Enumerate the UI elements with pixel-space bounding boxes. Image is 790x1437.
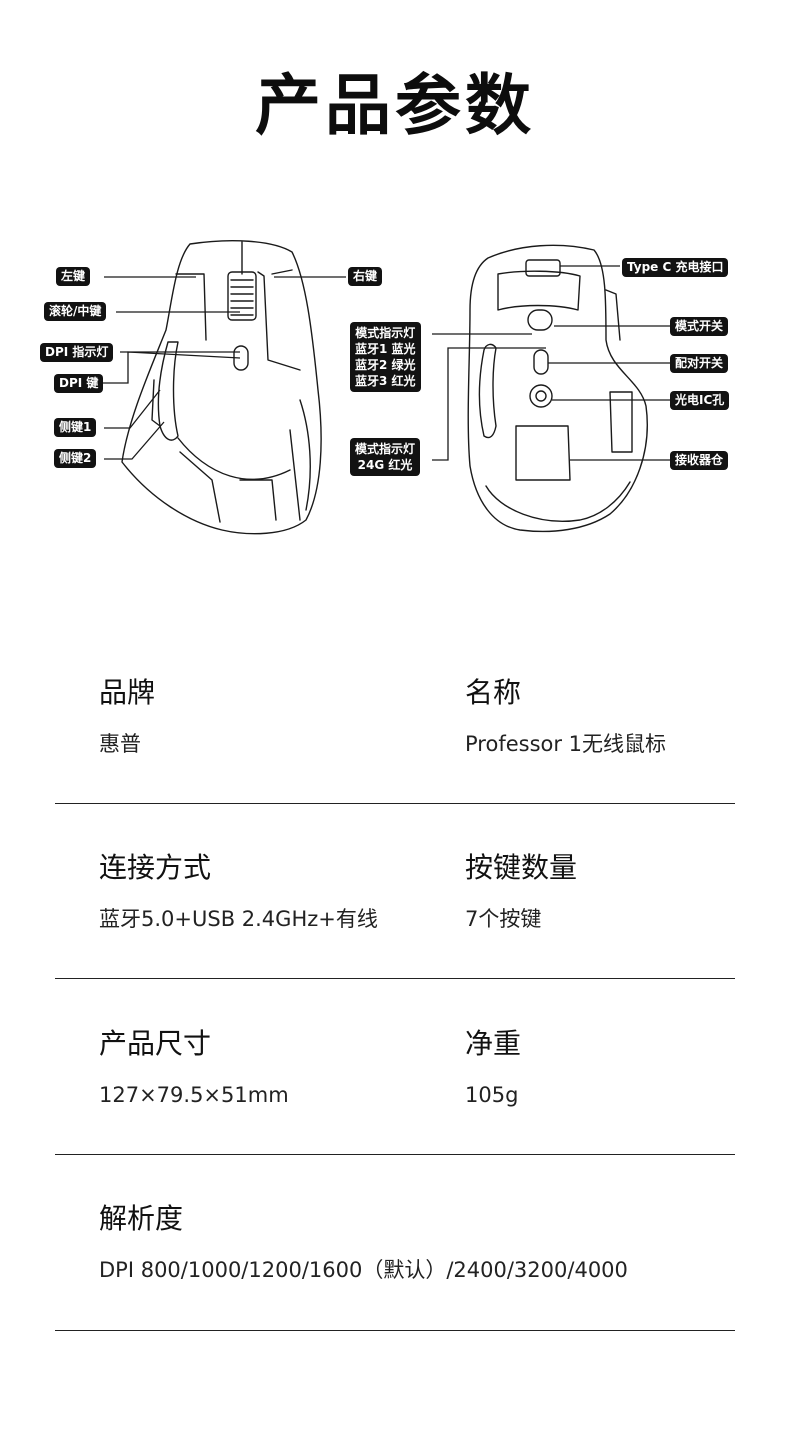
callout-mode-switch: 模式开关 bbox=[670, 317, 729, 336]
spec-row-size: 产品尺寸 127×79.5×51mm 净重 105g bbox=[55, 1027, 735, 1155]
mouse-top-view bbox=[121, 240, 322, 535]
spec-weight: 净重 105g bbox=[465, 1027, 521, 1109]
spec-label: 按键数量 bbox=[465, 851, 578, 884]
callout-line: 模式指示灯 bbox=[355, 442, 416, 456]
callout-line: 模式指示灯 bbox=[355, 326, 416, 340]
row-divider bbox=[55, 1330, 735, 1331]
spec-label: 产品尺寸 bbox=[99, 1027, 212, 1060]
callout-dpi-button: DPI 键 bbox=[54, 374, 104, 393]
callout-mode-indicator-24g: 模式指示灯 24G 红光 bbox=[350, 438, 421, 476]
spec-brand: 品牌 惠普 bbox=[99, 676, 155, 758]
spec-row-resolution: 解析度 DPI 800/1000/1200/1600（默认）/2400/3200… bbox=[55, 1202, 735, 1331]
callout-receiver-slot: 接收器仓 bbox=[670, 451, 729, 470]
spec-value: 127×79.5×51mm bbox=[99, 1083, 289, 1107]
spec-value: 惠普 bbox=[99, 732, 141, 756]
spec-value: 7个按键 bbox=[465, 907, 542, 931]
callout-scroll-wheel: 滚轮/中键 bbox=[44, 302, 107, 321]
callout-mode-indicator-bt: 模式指示灯 蓝牙1 蓝光 蓝牙2 绿光 蓝牙3 红光 bbox=[350, 322, 421, 392]
spec-label: 解析度 bbox=[99, 1202, 184, 1235]
spec-connection: 连接方式 蓝牙5.0+USB 2.4GHz+有线 bbox=[99, 851, 378, 933]
spec-resolution: 解析度 DPI 800/1000/1200/1600（默认）/2400/3200… bbox=[99, 1202, 628, 1284]
product-diagram: 左键 滚轮/中键 DPI 指示灯 DPI 键 侧键1 侧键2 右键 模式指示灯 … bbox=[0, 230, 790, 550]
callout-pair-switch: 配对开关 bbox=[670, 354, 729, 373]
spec-value: 105g bbox=[465, 1083, 519, 1107]
callout-side-button-2: 侧键2 bbox=[54, 449, 97, 468]
spec-value: DPI 800/1000/1200/1600（默认）/2400/3200/400… bbox=[99, 1258, 628, 1282]
spec-label: 连接方式 bbox=[99, 851, 212, 884]
spec-name: 名称 Professor 1无线鼠标 bbox=[465, 676, 666, 758]
spec-size: 产品尺寸 127×79.5×51mm bbox=[99, 1027, 289, 1109]
row-divider bbox=[55, 803, 735, 804]
callout-line: 24G 红光 bbox=[357, 458, 413, 472]
row-divider bbox=[55, 978, 735, 979]
spec-label: 名称 bbox=[465, 676, 522, 709]
spec-button-count: 按键数量 7个按键 bbox=[465, 851, 577, 933]
callout-optical-sensor: 光电IC孔 bbox=[670, 391, 730, 410]
page-title: 产品参数 bbox=[255, 67, 535, 144]
callout-left-button: 左键 bbox=[56, 267, 91, 286]
callout-line: 蓝牙2 绿光 bbox=[355, 358, 416, 372]
spec-row-brand: 品牌 惠普 名称 Professor 1无线鼠标 bbox=[55, 676, 735, 804]
callout-line: 蓝牙1 蓝光 bbox=[355, 342, 416, 356]
callout-line: 蓝牙3 红光 bbox=[355, 374, 416, 388]
row-divider bbox=[55, 1154, 735, 1155]
spec-row-connection: 连接方式 蓝牙5.0+USB 2.4GHz+有线 按键数量 7个按键 bbox=[55, 851, 735, 979]
callout-type-c-port: Type C 充电接口 bbox=[622, 258, 729, 277]
mouse-bottom-view bbox=[467, 244, 648, 533]
spec-value: Professor 1无线鼠标 bbox=[465, 732, 667, 756]
spec-value: 蓝牙5.0+USB 2.4GHz+有线 bbox=[99, 907, 378, 931]
spec-label: 净重 bbox=[465, 1027, 522, 1060]
mouse-diagram-svg bbox=[102, 240, 670, 535]
callout-dpi-indicator: DPI 指示灯 bbox=[40, 343, 114, 362]
spec-label: 品牌 bbox=[99, 676, 156, 709]
callout-right-button: 右键 bbox=[348, 267, 383, 286]
callout-side-button-1: 侧键1 bbox=[54, 418, 97, 437]
